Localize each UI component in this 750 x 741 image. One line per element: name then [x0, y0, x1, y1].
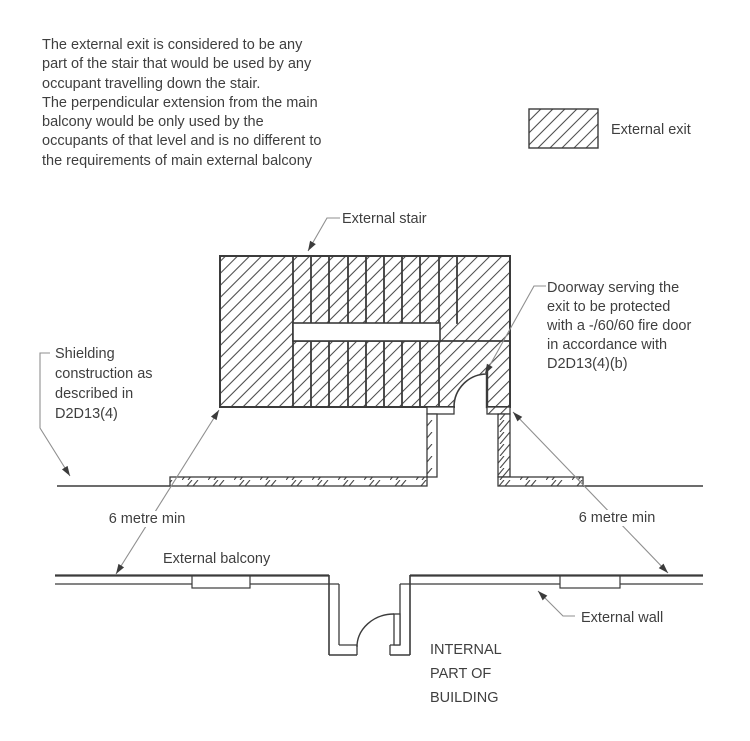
exit-corridor-walls — [426, 406, 511, 478]
leader-lines — [39, 217, 669, 617]
distance-right-leader — [512, 411, 669, 574]
shielding-leader — [39, 352, 71, 477]
distance-label-left: 6 metre min — [105, 511, 189, 527]
stair-door-swing — [453, 370, 489, 409]
intro-note: The external exit is considered to be an… — [42, 37, 322, 169]
external-balcony-label: External balcony — [163, 551, 271, 567]
distance-label-right: 6 metre min — [575, 510, 659, 526]
doorway-leader — [484, 285, 546, 375]
shielding-note: Shielding construction as described in D… — [55, 346, 153, 422]
external-wall-label: External wall — [581, 610, 664, 626]
legend-label: External exit — [611, 122, 691, 138]
external-wall-leader — [537, 590, 575, 617]
external-stair-label: External stair — [342, 211, 427, 227]
internal-door-swing — [356, 613, 401, 648]
legend-hatch-swatch — [528, 108, 599, 149]
internal-part-label: INTERNAL PART OF BUILDING — [430, 642, 502, 706]
shielding-construction-wall — [57, 476, 703, 487]
doorway-note: Doorway serving the exit to be protected… — [547, 280, 692, 372]
distance-left-leader — [115, 409, 220, 575]
external-wall-plan — [55, 574, 703, 656]
external-stair-leader — [307, 217, 340, 252]
external-stair-plan — [219, 255, 511, 409]
